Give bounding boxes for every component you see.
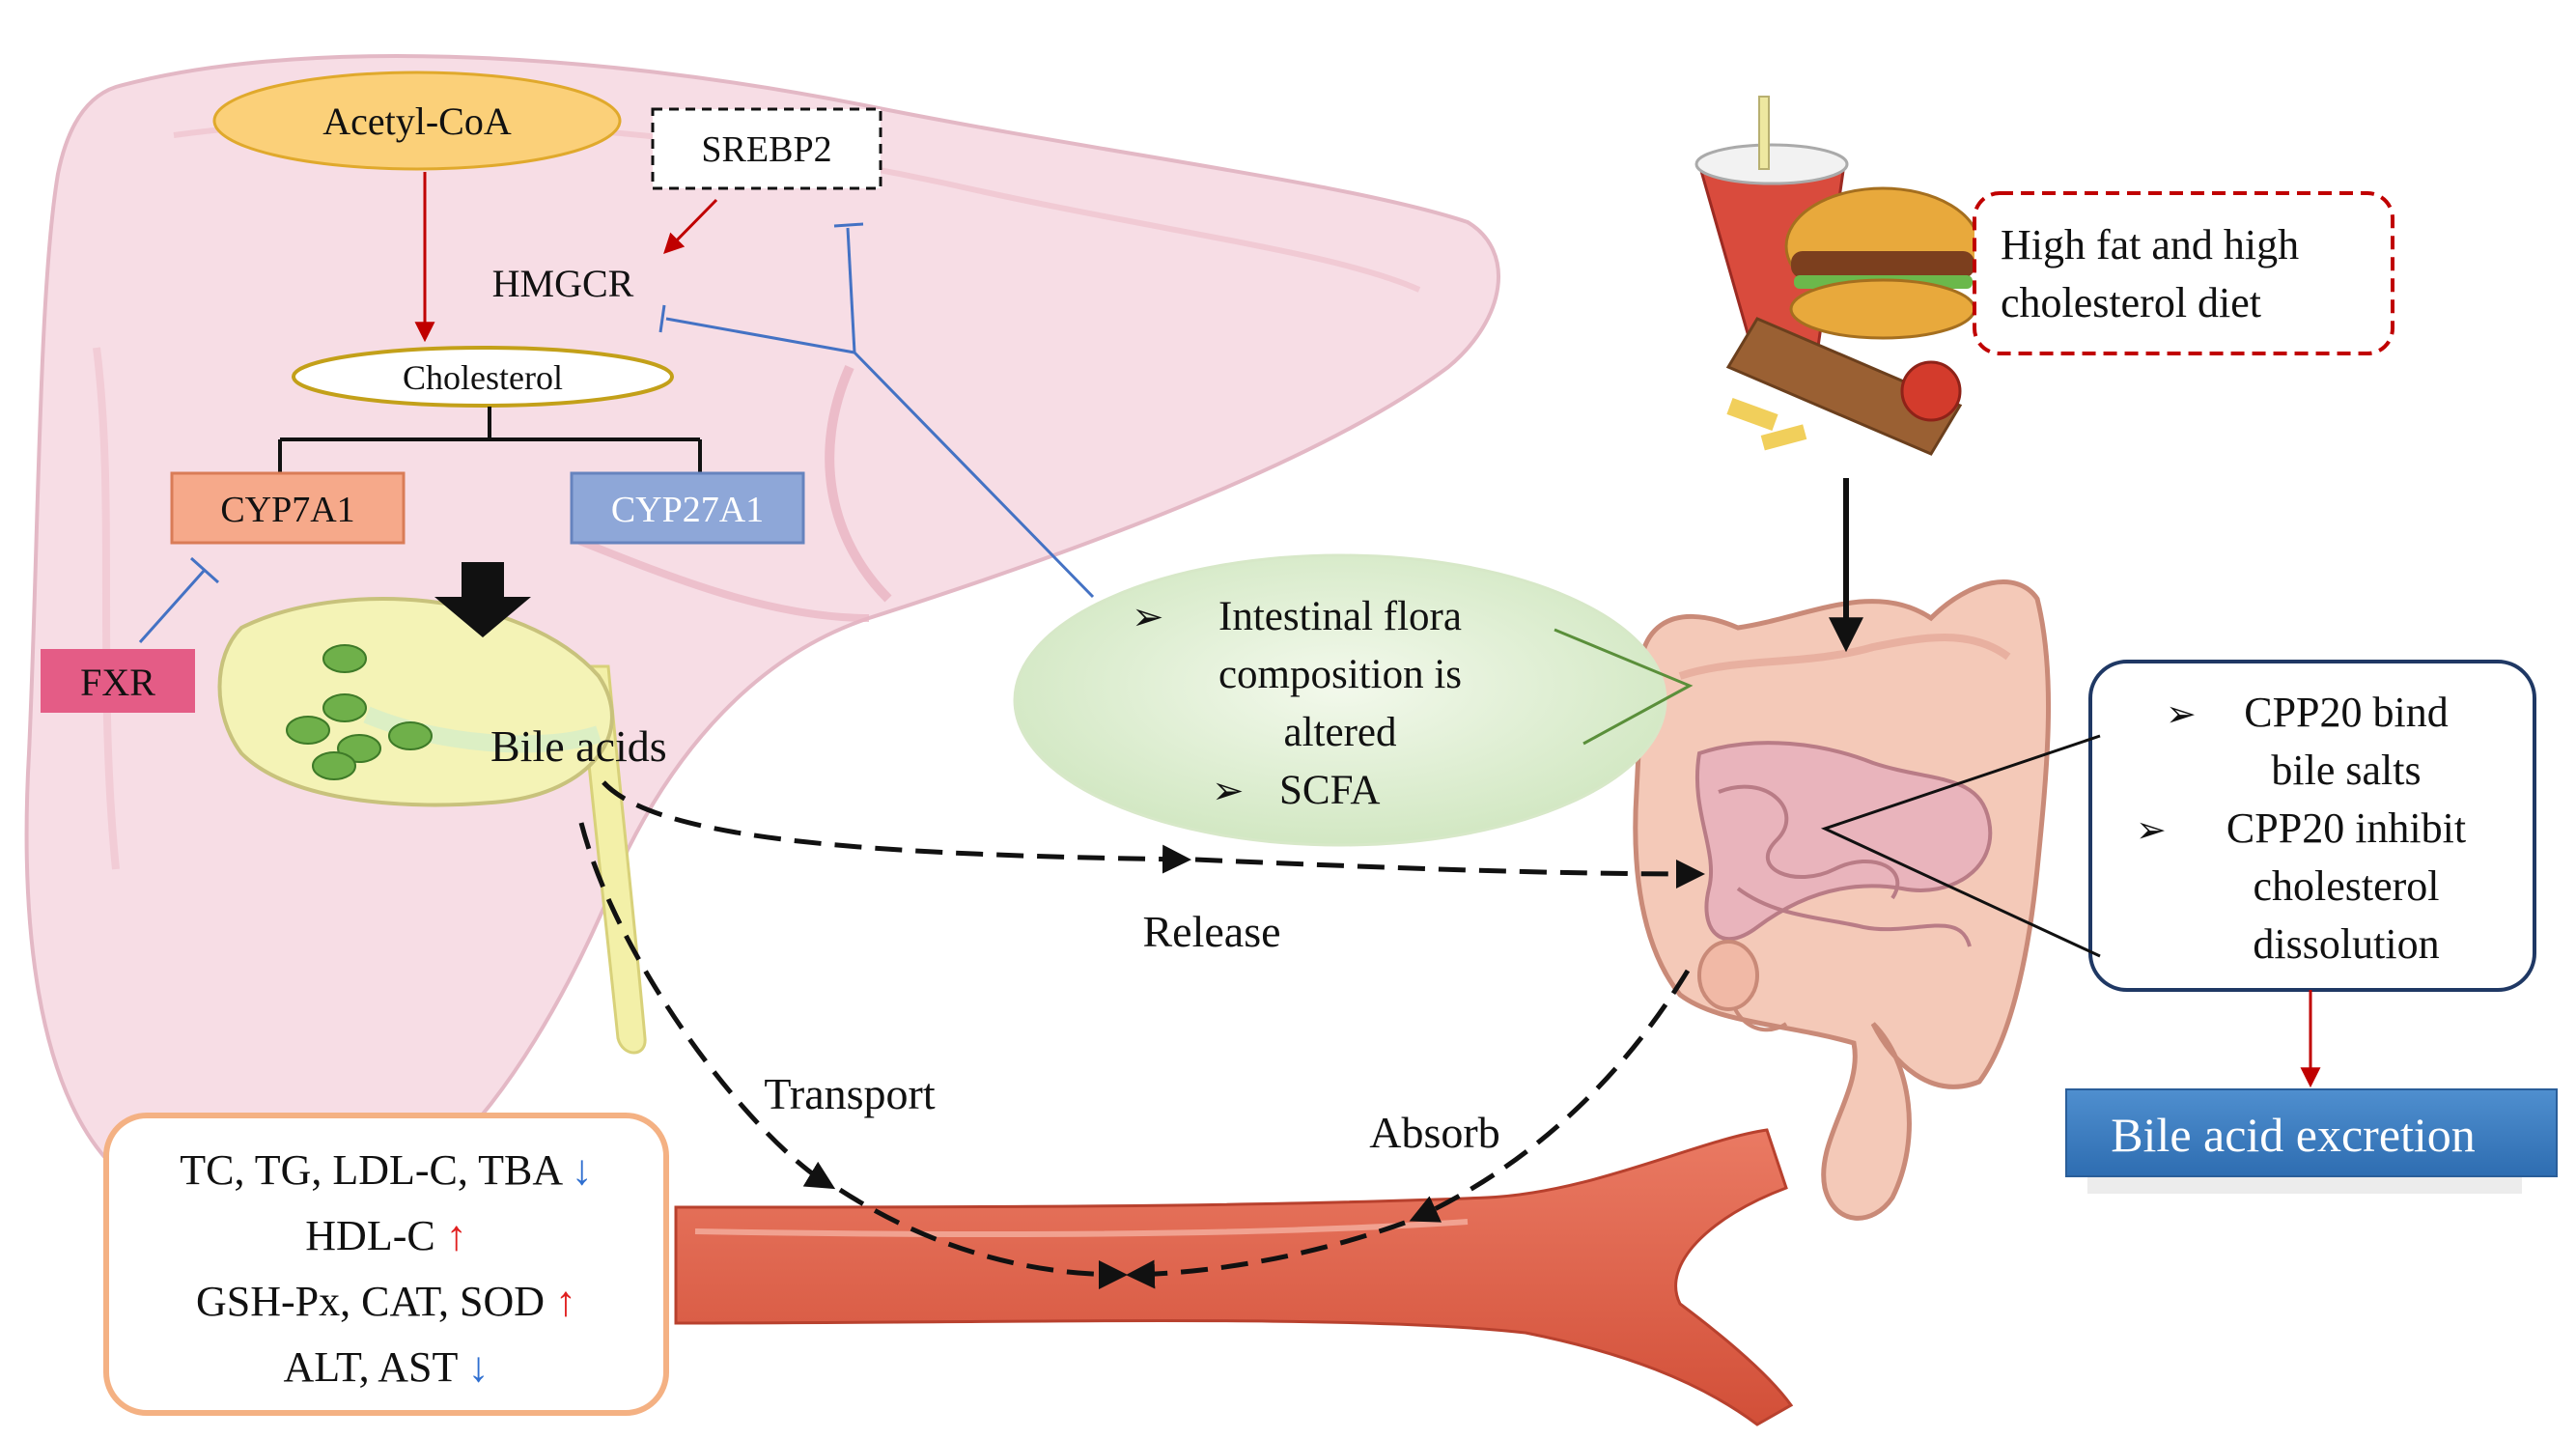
- acetyl-coa-node: Acetyl-CoA: [212, 71, 622, 171]
- fxr-node: FXR: [41, 649, 195, 713]
- transport-flow-2: [838, 1187, 1128, 1289]
- blood-vessel: [674, 1128, 1794, 1426]
- flora-callout: [1554, 628, 1694, 746]
- cpp20-line-1: CPP20 bind: [2244, 689, 2449, 736]
- marker-line-2: HDL-C ↑: [305, 1212, 466, 1259]
- flora-bullet-2: ➢: [1212, 769, 1245, 812]
- marker-line-1: TC, TG, LDL-C, TBA ↓: [180, 1146, 592, 1194]
- absorb-flow-1: [1409, 969, 1691, 1223]
- diet-box: High fat and high cholesterol diet: [1973, 191, 2394, 355]
- flora-line-2: composition is: [1218, 652, 1462, 697]
- flora-line-4: SCFA: [1279, 768, 1380, 813]
- cyp7a1-label: CYP7A1: [220, 490, 354, 530]
- cpp20-line-3: CPP20 inhibit: [2226, 804, 2466, 852]
- junk-food-illustration: [1694, 96, 1981, 456]
- cholesterol-to-bile-acids-arrow: [434, 562, 531, 637]
- bile-acids-label: Bile acids: [490, 721, 667, 771]
- flora-line-1: Intestinal flora: [1218, 594, 1462, 639]
- marker-line-3: GSH-Px, CAT, SOD ↑: [196, 1278, 576, 1325]
- release-label: Release: [1142, 907, 1280, 956]
- srebp2-node: SREBP2: [651, 107, 882, 190]
- cyp27a1-label: CYP27A1: [611, 490, 764, 530]
- diet-line-2: cholesterol diet: [2001, 279, 2261, 326]
- marker-line-4: ALT, AST ↓: [283, 1343, 489, 1391]
- cpp20-bullet-1: ➢: [2166, 694, 2197, 735]
- markers-box: TC, TG, LDL-C, TBA ↓ HDL-C ↑ GSH-Px, CAT…: [103, 1113, 669, 1416]
- marker-line-1-text: TC, TG, LDL-C, TBA: [180, 1146, 563, 1194]
- transport-label: Transport: [764, 1069, 935, 1118]
- bile-flows: [578, 780, 1705, 1289]
- cholesterol-bracket: [278, 407, 702, 473]
- marker-line-4-text: ALT, AST: [283, 1343, 458, 1391]
- liver-illustration: [24, 54, 1500, 1227]
- flora-line-3: altered: [1284, 710, 1397, 755]
- release-flow-2: [1194, 857, 1705, 889]
- cyp7a1-node: CYP7A1: [170, 471, 406, 545]
- marker-line-2-text: HDL-C: [305, 1212, 434, 1259]
- marker-line-4-down-arrow: ↓: [468, 1343, 490, 1391]
- cpp20-line-5: dissolution: [2253, 920, 2439, 968]
- diet-line-1: High fat and high: [2001, 221, 2299, 268]
- excretion-label: Bile acid excretion: [2111, 1108, 2476, 1162]
- cyp27a1-node: CYP27A1: [570, 471, 805, 545]
- srebp2-to-hmgcr-arrow: [663, 198, 718, 254]
- cpp20-line-2: bile salts: [2271, 747, 2421, 794]
- intestinal-flora-node: ➢ Intestinal flora composition is altere…: [1013, 553, 1667, 847]
- srebp2-label: SREBP2: [701, 129, 831, 170]
- transport-flow-1: [578, 822, 836, 1190]
- marker-line-2-up-arrow: ↑: [446, 1212, 467, 1259]
- absorb-flow-2: [1126, 1220, 1406, 1289]
- flora-bullet-1: ➢: [1132, 595, 1164, 638]
- cpp20-box: ➢ CPP20 bind bile salts ➢ CPP20 inhibit …: [2088, 660, 2536, 992]
- fxr-inhibits-cyp7a1: [138, 556, 219, 643]
- cholesterol-label: Cholesterol: [403, 358, 563, 397]
- flora-inhibition-lines: [658, 222, 1095, 599]
- absorb-label: Absorb: [1369, 1108, 1499, 1157]
- bile-acid-excretion-box: Bile acid excretion: [2065, 1088, 2558, 1194]
- marker-line-3-text: GSH-Px, CAT, SOD: [196, 1278, 545, 1325]
- marker-line-1-down-arrow: ↓: [572, 1146, 593, 1194]
- release-flow-1: [602, 780, 1191, 874]
- cholesterol-node: Cholesterol: [292, 346, 674, 408]
- fxr-label: FXR: [80, 661, 155, 704]
- bile-droplets: [286, 644, 433, 780]
- cpp20-bullet-2: ➢: [2136, 810, 2167, 851]
- cpp20-line-4: cholesterol: [2253, 862, 2439, 910]
- cpp20-callout: [1820, 734, 2101, 958]
- hmgcr-label: HMGCR: [492, 262, 634, 305]
- marker-line-3-up-arrow: ↑: [555, 1278, 576, 1325]
- acetyl-coa-label: Acetyl-CoA: [322, 99, 512, 143]
- intestine-illustration: [1633, 579, 2052, 1221]
